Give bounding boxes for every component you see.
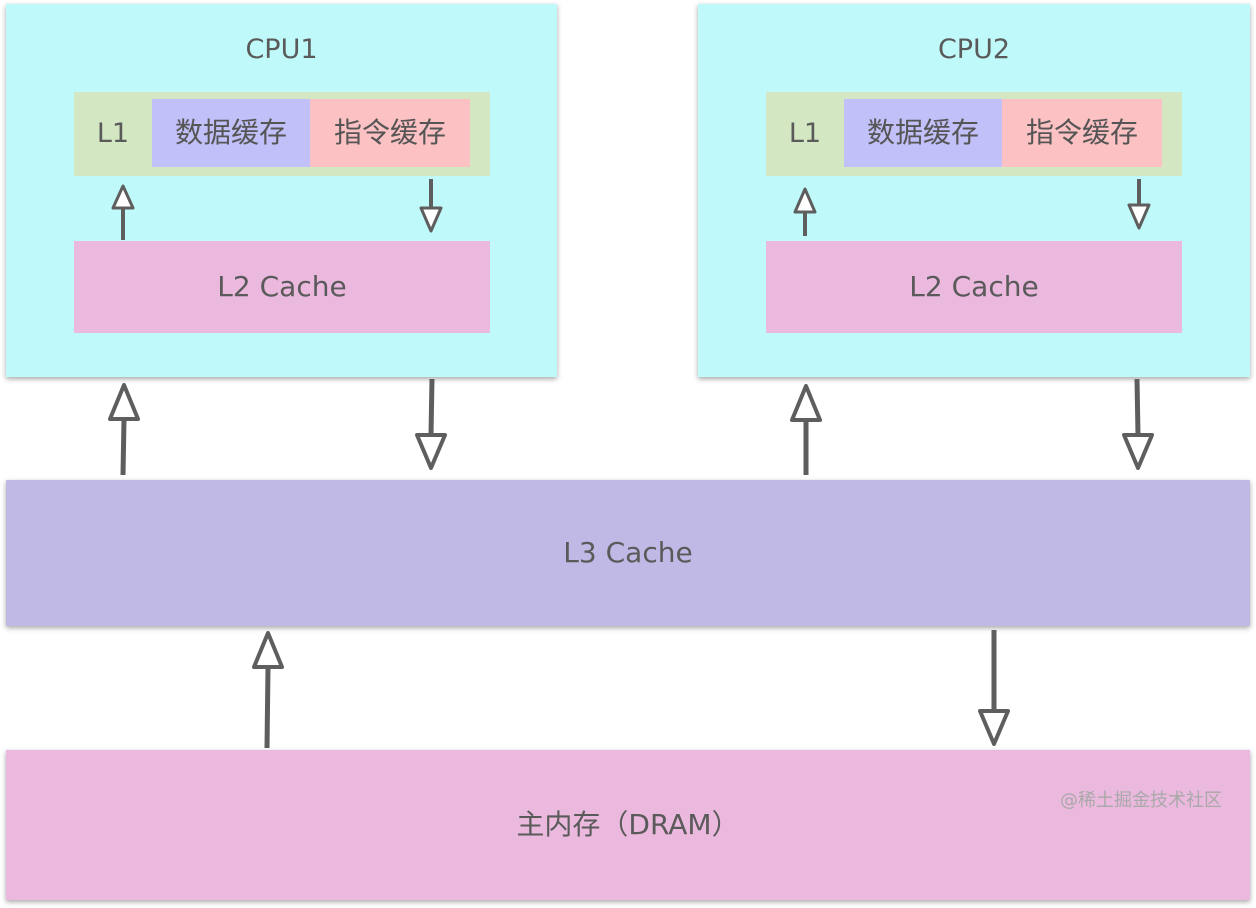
arrow-up-icon <box>790 384 822 475</box>
l3-cache: L3 Cache <box>6 480 1250 626</box>
cpu1-box: CPU1 L1 数据缓存 指令缓存 L2 Cache <box>6 4 557 377</box>
cpu2-l1-label: L1 <box>788 118 822 149</box>
main-memory-label: 主内存（DRAM） <box>516 808 740 841</box>
cpu1-l1-label: L1 <box>96 118 130 149</box>
arrow-down-icon <box>1122 378 1154 470</box>
cpu2-l1-row: L1 数据缓存 指令缓存 <box>766 92 1182 176</box>
arrow-down-icon <box>415 378 447 470</box>
cpu1-data-cache: 数据缓存 <box>152 99 310 167</box>
cpu2-data-cache: 数据缓存 <box>844 99 1002 167</box>
main-memory-dram: 主内存（DRAM） @稀土掘金技术社区 <box>6 750 1250 900</box>
cpu2-l2-cache: L2 Cache <box>766 241 1182 333</box>
arrow-up-icon <box>108 383 140 476</box>
arrow-down-icon <box>978 630 1010 746</box>
arrow-up-icon <box>252 631 284 749</box>
cpu1-l1-row: L1 数据缓存 指令缓存 <box>74 92 490 176</box>
watermark: @稀土掘金技术社区 <box>1060 790 1222 811</box>
cpu1-instruction-cache: 指令缓存 <box>310 99 470 167</box>
cpu1-title: CPU1 <box>245 34 318 65</box>
cpu2-title: CPU2 <box>937 34 1011 65</box>
cpu2-box: CPU2 L1 数据缓存 指令缓存 L2 Cache <box>698 4 1250 377</box>
cpu1-l2-cache: L2 Cache <box>74 241 490 333</box>
cpu2-instruction-cache: 指令缓存 <box>1002 99 1162 167</box>
